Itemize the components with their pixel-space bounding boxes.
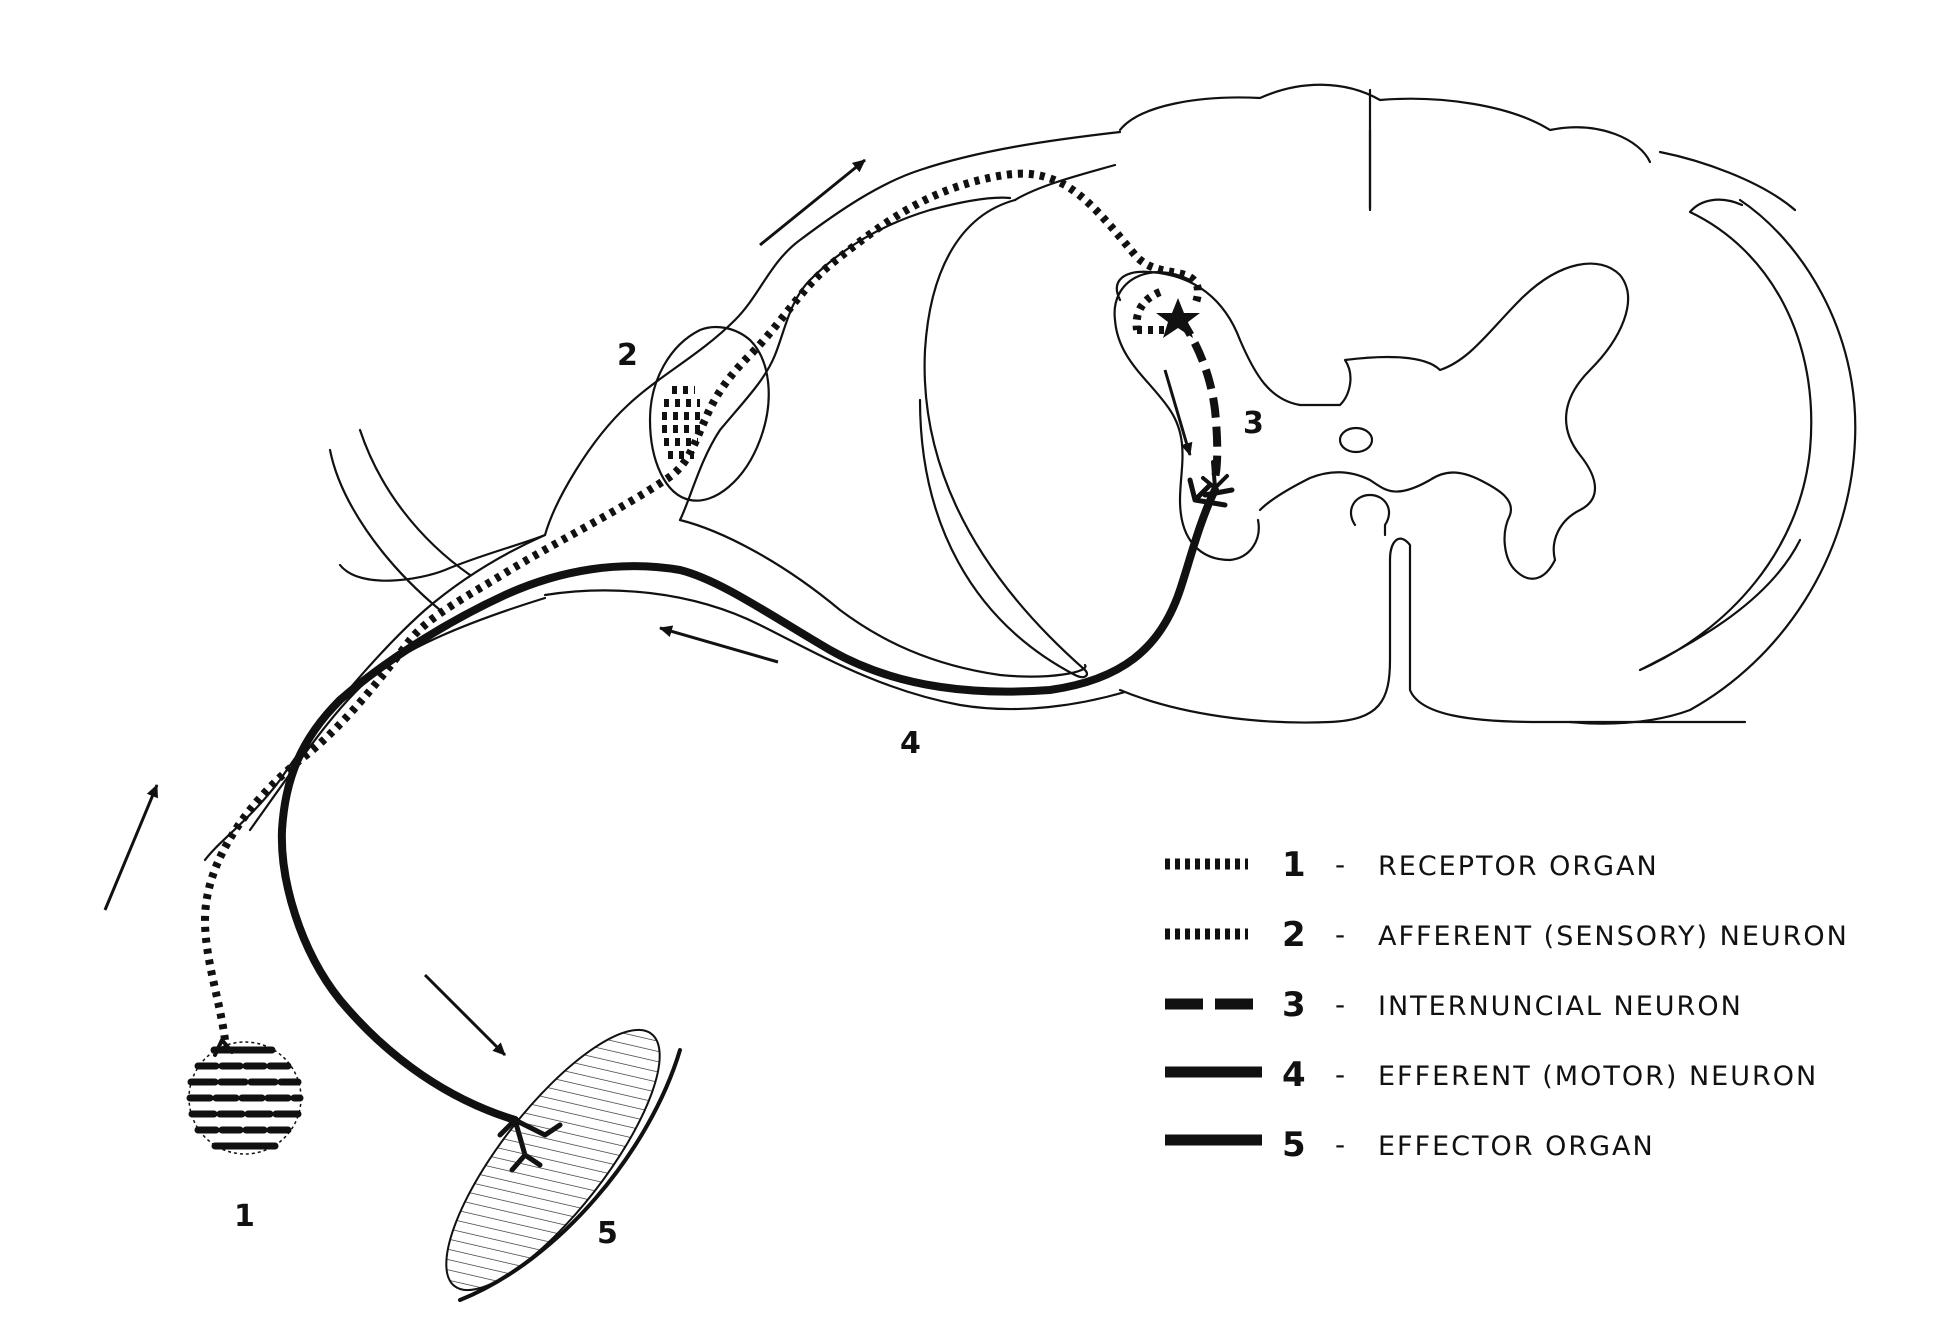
arrow-dorsal-root [759, 158, 866, 247]
interneuron-star [1156, 298, 1200, 338]
interneuron-synapse [1201, 460, 1229, 490]
spinal-cord-outer-right [1568, 198, 1857, 725]
label-internuncial: 3 [1243, 406, 1264, 441]
label-effector: 5 [597, 1216, 618, 1251]
legend-dash-4: - [1335, 1058, 1345, 1091]
spinal-nerve-lower [248, 596, 547, 832]
spinal-cord-section [918, 83, 1857, 725]
vertebra-arc [328, 448, 442, 612]
spinal-nerve-upper [203, 533, 547, 862]
direction-arrows [103, 158, 1193, 1057]
dorsal-root-outer [338, 130, 1122, 582]
label-receptor: 1 [234, 1199, 255, 1234]
spinal-cord-outline [1118, 83, 1797, 212]
spinal-cord-outer-bottom [1118, 537, 1747, 724]
ganglion-cell-body [662, 386, 700, 459]
legend-item-1: 1 - RECEPTOR ORGAN [1165, 845, 1659, 885]
afferent-neuron-path [200, 169, 1202, 1041]
ventral-root-lower [543, 589, 1127, 711]
gray-matter [1115, 262, 1630, 580]
label-efferent: 4 [900, 726, 921, 761]
ventral-fissure [1349, 493, 1391, 537]
dorsal-root-inner [678, 196, 1012, 522]
legend-dash-1: - [1335, 848, 1345, 881]
legend-text-2: AFFERENT (SENSORY) NEURON [1378, 921, 1849, 952]
legend-num-5: 5 [1282, 1125, 1306, 1165]
motor-cell-terminal [1187, 477, 1235, 508]
internuncial-neuron-path [1176, 315, 1222, 479]
efferent-neuron-path [277, 486, 1219, 1124]
legend-item-3: 3 - INTERNUNCIAL NEURON [1165, 985, 1743, 1025]
legend-text-1: RECEPTOR ORGAN [1378, 851, 1659, 882]
dorsal-horn [1113, 271, 1260, 562]
label-ganglion: 2 [617, 338, 638, 373]
root-entry-left [1013, 163, 1117, 202]
vertebra-arc-outer [358, 428, 472, 577]
legend-num-3: 3 [1282, 985, 1306, 1025]
afferent-terminal [1132, 288, 1165, 334]
arrow-ventral-root [659, 625, 779, 664]
arrow-up-left [103, 784, 159, 911]
legend-num-2: 2 [1282, 915, 1306, 955]
effector-organ [445, 1028, 682, 1302]
legend-text-3: INTERNUNCIAL NEURON [1378, 991, 1743, 1022]
white-column-left [918, 198, 1089, 679]
legend: 1 - RECEPTOR ORGAN 2 - AFFERENT (SENSORY… [1165, 845, 1849, 1165]
nerve-outlines [203, 130, 1127, 862]
legend-num-4: 4 [1282, 1055, 1306, 1095]
legend-text-5: EFFECTOR ORGAN [1378, 1131, 1655, 1162]
legend-item-2: 2 - AFFERENT (SENSORY) NEURON [1165, 915, 1849, 955]
legend-dash-3: - [1335, 988, 1345, 1021]
legend-dash-2: - [1335, 918, 1345, 951]
legend-dash-5: - [1335, 1128, 1345, 1161]
central-canal-upper [1338, 426, 1374, 454]
legend-text-4: EFFERENT (MOTOR) NEURON [1378, 1061, 1818, 1092]
legend-num-1: 1 [1282, 845, 1306, 885]
arrow-to-effector [423, 973, 507, 1057]
legend-item-5: 5 - EFFECTOR ORGAN [1165, 1125, 1655, 1165]
ventral-root-upper [678, 518, 1087, 678]
arrow-internuncial [1163, 369, 1193, 456]
white-column-right [1638, 198, 1813, 672]
legend-item-4: 4 - EFFERENT (MOTOR) NEURON [1165, 1055, 1818, 1095]
receptor-organ [186, 1038, 304, 1155]
dorsal-root-ganglion [648, 325, 770, 502]
